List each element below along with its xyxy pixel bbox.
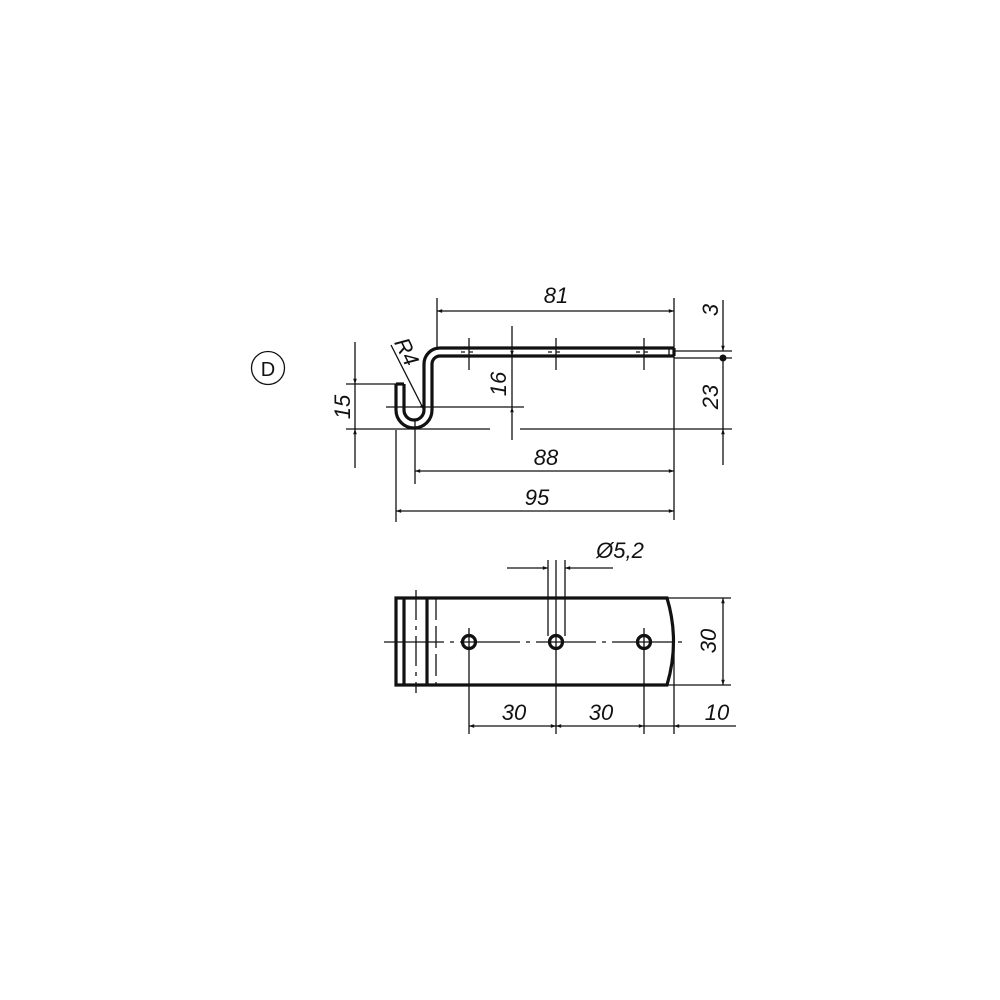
- dim-16: 16: [486, 371, 511, 396]
- dim-81: 81: [544, 283, 568, 308]
- bracket-profile-inner: [402, 346, 674, 422]
- dim-end-offset: 10: [705, 700, 730, 725]
- top-view: Ø5,2 30 30 30 10: [384, 538, 736, 734]
- dim-23: 23: [698, 384, 723, 410]
- dim-95: 95: [525, 485, 550, 510]
- bracket-profile-outer: [394, 354, 674, 430]
- dim-15: 15: [330, 394, 355, 419]
- dim-spacing-2: 30: [589, 700, 614, 725]
- dim-R4: R4: [389, 334, 424, 370]
- dim-hole-diameter: Ø5,2: [595, 538, 644, 563]
- dim-width-30: 30: [696, 628, 721, 653]
- dim-spacing-1: 30: [502, 700, 527, 725]
- hole-centerline-marks: [461, 338, 652, 370]
- view-label: D: [261, 359, 275, 381]
- dim-88: 88: [534, 445, 559, 470]
- side-view: 81 3 23 15 16 R4 88 95: [330, 283, 732, 522]
- view-label-circle: D: [250, 350, 286, 386]
- dim-3: 3: [698, 303, 723, 316]
